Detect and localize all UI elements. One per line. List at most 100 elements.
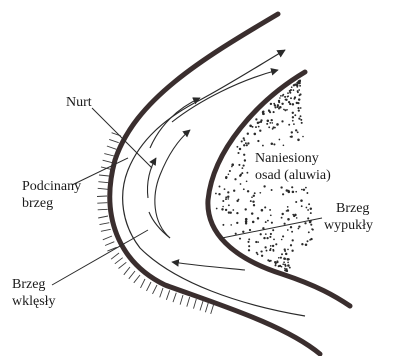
stipple-dot [297, 139, 300, 142]
stipple-dot [298, 118, 300, 120]
stipple-dot [283, 109, 285, 111]
hatch-line [205, 303, 208, 313]
stipple-dot [237, 152, 239, 154]
stipple-dot [298, 98, 300, 100]
stipple-dot [309, 221, 312, 224]
flow-arrow-bottom [172, 262, 245, 270]
stipple-dot [243, 154, 245, 156]
stipple-dot [297, 91, 299, 93]
hatch-line [104, 154, 114, 156]
stipple-dot [244, 139, 246, 141]
stipple-dot [265, 221, 267, 223]
stipple-dot [243, 144, 245, 146]
convex-bank-line [208, 72, 350, 306]
label-concave-line1: Brzeg [12, 276, 45, 293]
stipple-dot [288, 124, 290, 126]
stipple-dot [254, 133, 257, 136]
stipple-dot [260, 121, 262, 123]
stipple-dot [271, 189, 273, 191]
stipple-dot [291, 186, 293, 188]
stipple-dot [290, 244, 292, 246]
stipple-dot [257, 253, 259, 255]
stipple-dot [272, 126, 274, 128]
stipple-dot [218, 193, 220, 195]
stipple-dot [222, 200, 224, 202]
stipple-dot [300, 199, 303, 202]
stipple-dot [247, 133, 249, 135]
hatch-line [194, 299, 197, 309]
stipple-dot [251, 212, 253, 214]
stipple-dot [295, 191, 297, 193]
stipple-dot [271, 222, 273, 224]
stipple-dot [280, 95, 282, 97]
stipple-dot [283, 144, 285, 146]
stipple-dot [269, 111, 271, 113]
stipple-dot [269, 209, 271, 211]
stipple-dot [267, 259, 269, 261]
hatch-line [141, 279, 146, 288]
stipple-dot [278, 257, 280, 259]
stipple-dot [306, 207, 308, 209]
stipple-dot [259, 192, 261, 194]
stipple-dot [281, 217, 283, 219]
stipple-dot [282, 263, 284, 265]
stipple-dot [248, 245, 250, 247]
stipple-dot [287, 258, 290, 261]
hatch-line [107, 146, 116, 149]
hatch-line [115, 258, 123, 264]
stipple-dot [306, 192, 308, 194]
stipple-dot [287, 229, 289, 231]
stipple-dot [281, 120, 283, 122]
stipple-dot [286, 109, 288, 111]
label-deposit-line1: Naniesiony [255, 150, 319, 167]
stipple-dot [263, 185, 265, 187]
stipple-dot [257, 217, 259, 219]
stipple-dot [219, 186, 221, 188]
stipple-dot [261, 255, 263, 257]
stipple-dot [298, 89, 300, 91]
stipple-dot [239, 148, 241, 150]
leader-concave [52, 230, 148, 285]
stipple-dot [245, 218, 248, 221]
stipple-dot [282, 193, 284, 195]
stipple-dot [291, 131, 293, 133]
stipple-dot [287, 218, 290, 221]
stipple-dot [301, 122, 303, 124]
stipple-dot [274, 261, 276, 263]
hatch-line [111, 253, 119, 259]
stipple-dot [247, 241, 249, 243]
stipple-dot [225, 198, 227, 200]
stipple-dot [234, 178, 236, 180]
stipple-dot [224, 188, 226, 190]
stipple-dot [299, 85, 301, 87]
hatch-line [211, 304, 214, 314]
hatch-line [98, 188, 108, 189]
stipple-dot [241, 167, 243, 169]
label-undercut-line2: brzeg [22, 195, 53, 212]
stipple-dot [279, 139, 281, 141]
hatch-line [103, 160, 113, 163]
stipple-dot [269, 236, 271, 238]
stipple-dot [216, 208, 218, 210]
stipple-dot [242, 231, 244, 233]
stipple-dot [254, 192, 256, 194]
stipple-dot [271, 142, 274, 145]
stipple-dot [231, 163, 234, 166]
stipple-dot [236, 212, 238, 214]
stipple-dot [298, 109, 300, 111]
hatch-line [129, 271, 135, 279]
hatch-line [187, 297, 190, 307]
stipple-dot [215, 193, 217, 195]
stipple-dot [266, 123, 268, 125]
stipple-dot [257, 241, 259, 243]
stipple-dot [238, 164, 240, 166]
stipple-dot [263, 113, 265, 115]
stipple-dot [301, 243, 303, 245]
stipple-dot [273, 111, 275, 113]
stipple-dot [271, 122, 273, 124]
stipple-dot [265, 233, 267, 235]
stipple-dot [310, 212, 312, 214]
stipple-dot [280, 186, 282, 188]
stipple-dot [275, 243, 277, 245]
stipple-dot [222, 206, 224, 208]
